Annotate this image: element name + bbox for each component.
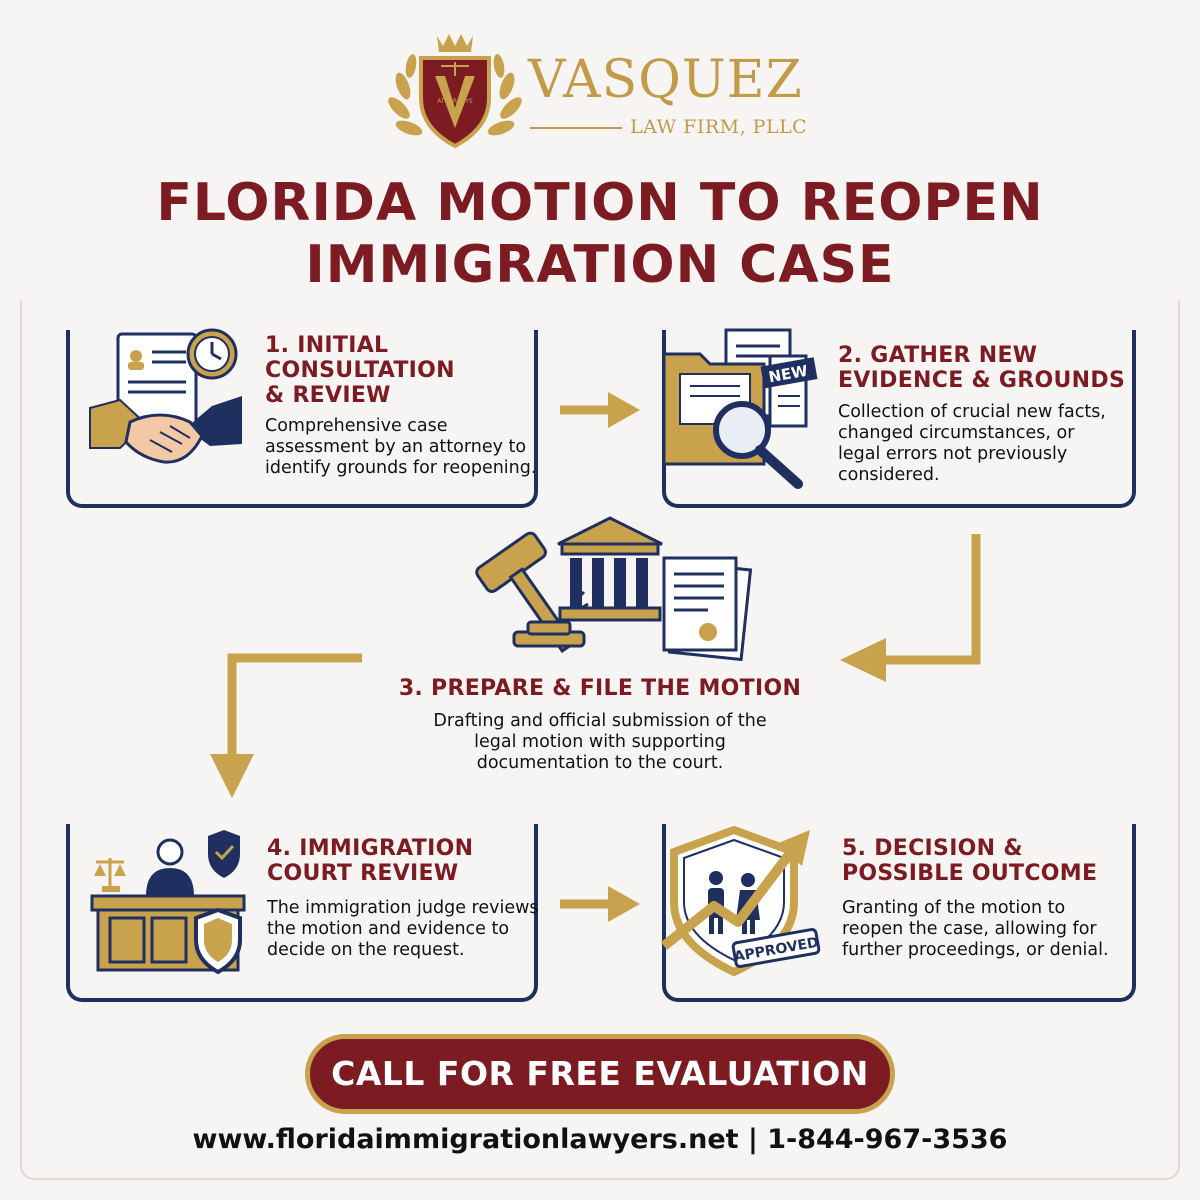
arrow-right-icon — [560, 886, 640, 922]
step-1-card — [66, 330, 538, 508]
judge-bench-shield-icon — [90, 830, 246, 975]
free-evaluation-button[interactable]: CALL FOR FREE EVALUATION — [305, 1034, 895, 1114]
arrow-down-left-icon — [840, 534, 981, 682]
arrow-right-icon — [560, 392, 640, 428]
svg-text:ATTORNEYS: ATTORNEYS — [437, 98, 473, 105]
brand-subtitle: LAW FIRM, PLLC — [630, 116, 808, 138]
contact-info[interactable]: www.floridaimmigrationlawyers.net | 1-84… — [192, 1124, 1008, 1155]
step-5-card — [662, 824, 1136, 1002]
title-line-2: IMMIGRATION CASE — [305, 235, 895, 295]
title-line-1: FLORIDA MOTION TO REOPEN — [156, 173, 1044, 233]
folder-magnifier-icon: NEW — [662, 328, 818, 489]
laurel-crest-icon: ATTORNEYS — [388, 34, 522, 149]
brand-divider — [530, 127, 622, 129]
step-2-description: Collection of crucial new facts,changed … — [838, 402, 1106, 485]
handshake-document-clock-icon — [89, 328, 242, 464]
gavel-courthouse-documents-icon — [475, 516, 753, 662]
arrow-left-down-icon — [210, 653, 362, 798]
step-5-title: 5. DECISION &POSSIBLE OUTCOME — [842, 836, 1098, 886]
brand-name: VASQUEZ — [528, 50, 803, 110]
shield-family-approved-icon: APPROVED — [660, 825, 821, 977]
page-title: FLORIDA MOTION TO REOPEN IMMIGRATION CAS… — [0, 172, 1200, 296]
step-4-card — [66, 824, 538, 1002]
step-3-title: 3. PREPARE & FILE THE MOTION — [398, 676, 802, 701]
outer-frame — [20, 300, 1180, 1180]
